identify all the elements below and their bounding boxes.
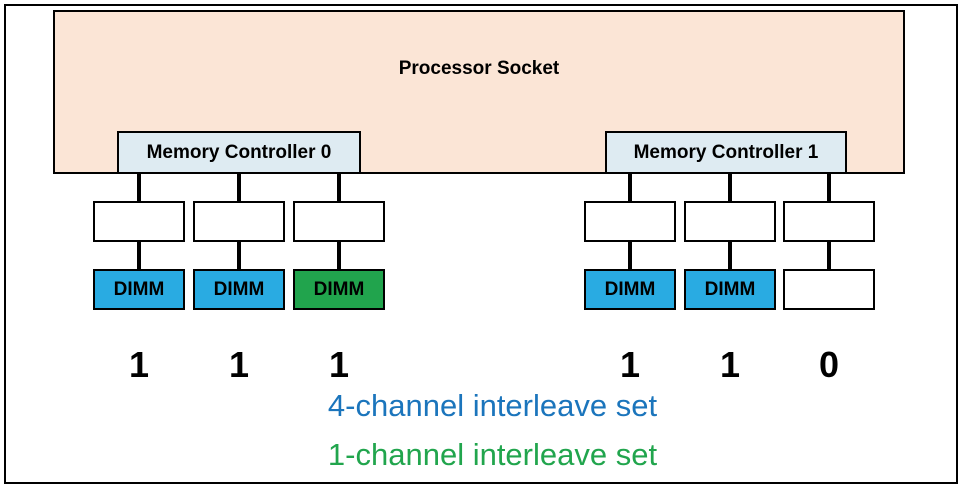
connector-line-ch4-dimm4: [728, 240, 732, 270]
dimm-box-mc1-ch0: DIMM: [584, 269, 676, 310]
dimm-box-mc1-ch1: DIMM: [684, 269, 776, 310]
channel-slot-box-5: [783, 201, 875, 242]
population-bit-mc1-ch0: 1: [619, 344, 641, 385]
population-bit-mc0-ch0: 1: [128, 344, 150, 385]
connector-line-ch2-dimm2: [337, 240, 341, 270]
legend-4-channel-interleave-set: 4-channel interleave set: [327, 388, 658, 423]
channel-slot-box-2: [293, 201, 385, 242]
population-bit-mc0-ch2: 1: [328, 344, 350, 385]
processor-socket-title: Processor Socket: [398, 58, 560, 79]
connector-line-mc1-ch1: [728, 172, 732, 202]
connector-line-mc0-ch2: [337, 172, 341, 202]
memory-controller-0-box: Memory Controller 0: [117, 131, 361, 174]
connector-line-ch3-dimm3: [628, 240, 632, 270]
connector-line-ch0-dimm0: [137, 240, 141, 270]
population-bit-mc0-ch1: 1: [228, 344, 250, 385]
channel-slot-box-1: [193, 201, 285, 242]
dimm-label: DIMM: [213, 278, 265, 300]
population-bit-mc1-ch1: 1: [719, 344, 741, 385]
memory-controller-0-label: Memory Controller 0: [146, 141, 332, 163]
dimm-box-mc0-ch0: DIMM: [93, 269, 185, 310]
channel-slot-box-4: [684, 201, 776, 242]
connector-line-ch5-dimm5: [827, 240, 831, 270]
connector-line-ch1-dimm1: [237, 240, 241, 270]
memory-controller-1-box: Memory Controller 1: [605, 131, 847, 174]
memory-controller-1-label: Memory Controller 1: [633, 141, 819, 163]
dimm-label: DIMM: [704, 278, 756, 300]
dimm-box-mc0-ch2: DIMM: [293, 269, 385, 310]
dimm-label: DIMM: [604, 278, 656, 300]
dimm-box-mc0-ch1: DIMM: [193, 269, 285, 310]
connector-line-mc0-ch1: [237, 172, 241, 202]
channel-slot-box-3: [584, 201, 676, 242]
dimm-label: DIMM: [113, 278, 165, 300]
connector-line-mc0-ch0: [137, 172, 141, 202]
empty-dimm-slot-box-mc1-ch2: [783, 269, 875, 310]
population-bit-mc1-ch2: 0: [818, 344, 840, 385]
connector-line-mc1-ch0: [628, 172, 632, 202]
legend-1-channel-interleave-set: 1-channel interleave set: [327, 437, 658, 472]
outer-border: [4, 4, 958, 484]
channel-slot-box-0: [93, 201, 185, 242]
connector-line-mc1-ch2: [827, 172, 831, 202]
dimm-label: DIMM: [313, 278, 365, 300]
